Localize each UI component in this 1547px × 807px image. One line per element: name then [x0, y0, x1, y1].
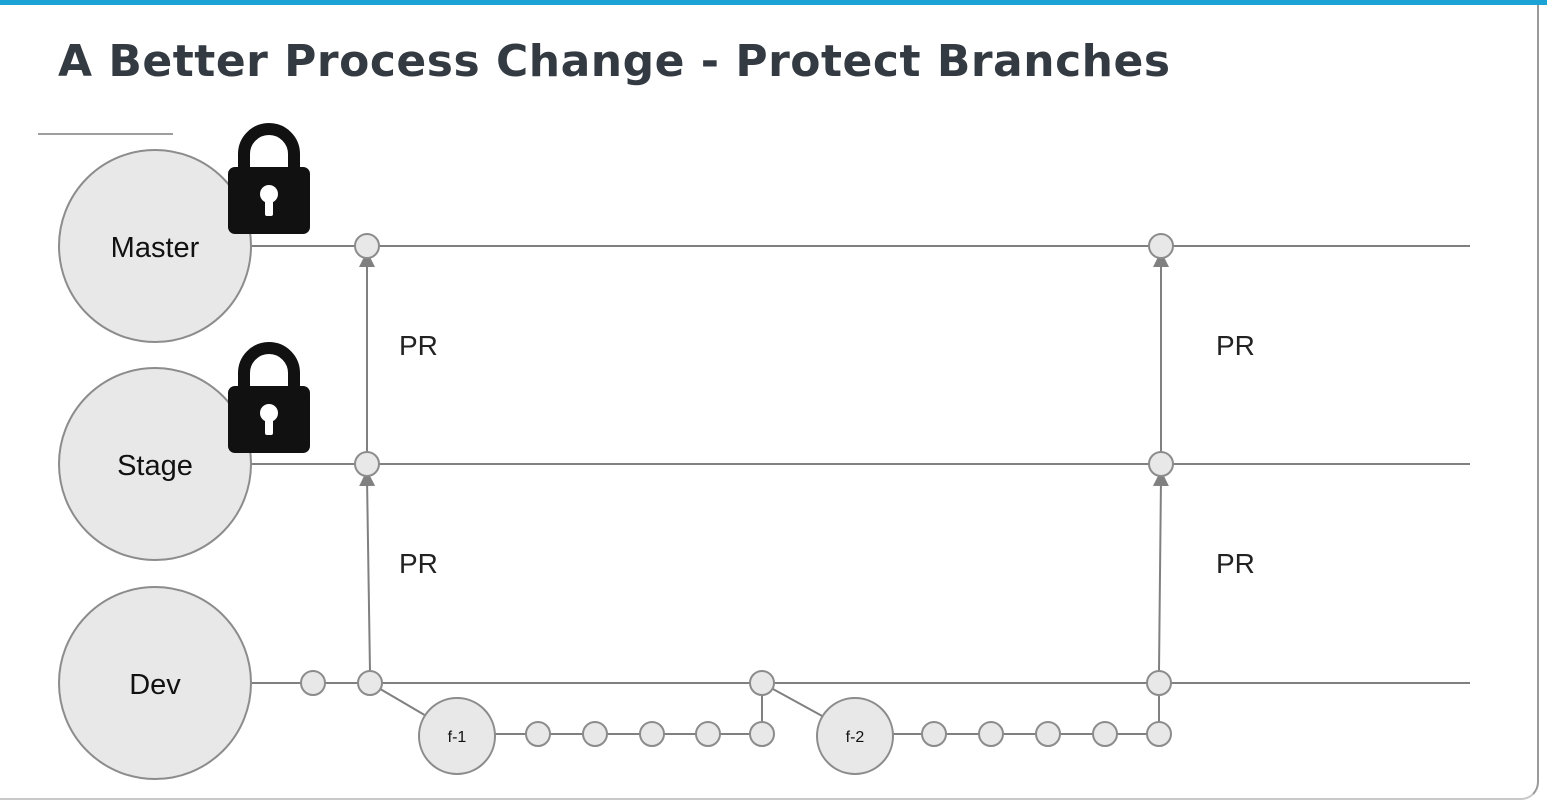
dev-branch-label: Dev [129, 669, 181, 701]
commit-node [1148, 451, 1174, 477]
commit-node [1035, 721, 1061, 747]
commit-node [300, 670, 326, 696]
pr-arrow-dev-to-stage-1 [359, 470, 376, 673]
f2-feature-node [816, 697, 894, 775]
f1-feature-label: f-1 [448, 729, 467, 746]
f1-feature-node [418, 697, 496, 775]
commit-node [354, 451, 380, 477]
commit-node [1146, 670, 1172, 696]
pr-label-dev-to-stage-1: PR [399, 548, 438, 579]
stage-branch-node [58, 367, 252, 561]
commit-node [749, 721, 775, 747]
slide-title: A Better Process Change - Protect Branch… [58, 36, 1171, 87]
commit-node [357, 670, 383, 696]
commit-node [749, 670, 775, 696]
pr-label-stage-to-master-2: PR [1216, 330, 1255, 361]
commit-node [1146, 721, 1172, 747]
pr-arrow-dev-to-stage-2 [1152, 470, 1169, 672]
master-branch-node [58, 149, 252, 343]
stage-padlock-icon [228, 342, 310, 453]
title-underline [38, 133, 173, 135]
commit-node [354, 233, 380, 259]
top-accent-bar [0, 0, 1547, 5]
commit-node [1148, 233, 1174, 259]
master-branch-label: Master [111, 232, 200, 264]
commit-node [921, 721, 947, 747]
commit-node [639, 721, 665, 747]
pr-label-stage-to-master-1: PR [399, 330, 438, 361]
stage-branch-label: Stage [117, 450, 193, 482]
pr-label-dev-to-stage-2: PR [1216, 548, 1255, 579]
commit-node [582, 721, 608, 747]
commit-node [978, 721, 1004, 747]
f2-feature-label: f-2 [846, 729, 865, 746]
commit-node [1092, 721, 1118, 747]
commit-node [525, 721, 551, 747]
dev-branch-node [58, 586, 252, 780]
commit-node [695, 721, 721, 747]
master-padlock-icon [228, 123, 310, 234]
